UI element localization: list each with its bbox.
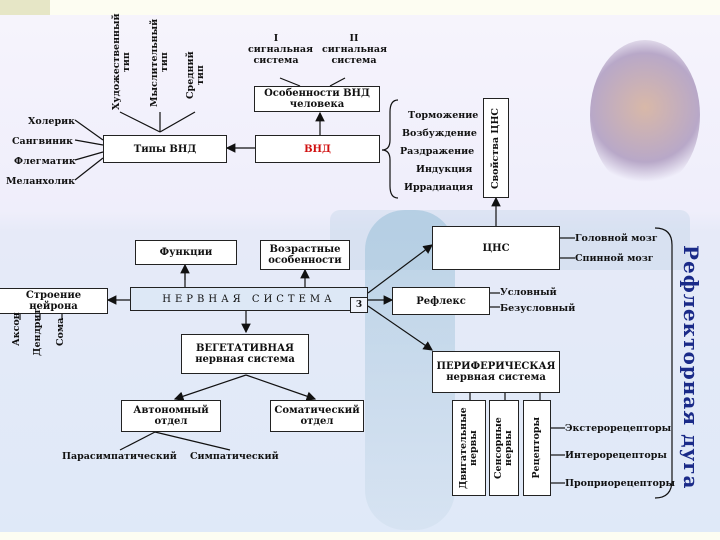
label-akson: Аксон [11, 312, 22, 346]
line-typ-hud [119, 111, 161, 133]
perifericheskaya-box: ПЕРИФЕРИЧЕСКАЯ нервная система [432, 351, 560, 393]
dvigatelnye-label: Двигательные нервы [458, 407, 479, 489]
temperament-melanholik: Меланхолик [6, 176, 75, 187]
process-irradiatsiya: Иррадиация [404, 182, 474, 193]
reflex-arc-bracket [654, 227, 673, 499]
arrow-to-tsns [367, 244, 433, 294]
process-tormozhenie: Торможение [408, 110, 479, 121]
label-bezuslovny: Безусловный [500, 303, 576, 314]
osob-vnd-box: Особенности ВНД человека [254, 86, 380, 112]
retseptory-label: Рецепторы [531, 417, 542, 479]
processes-brace [381, 99, 399, 199]
tsns-box: ЦНС [432, 226, 560, 270]
slide-number: 3 [350, 297, 368, 313]
temperament-sangvinik: Сангвиник [12, 136, 73, 147]
label-eksteroretseptory: Экстерорецепторы [565, 423, 672, 434]
dvigatelnye-box: Двигательные нервы [452, 400, 486, 496]
label-interoretseptory: Интерорецепторы [565, 450, 667, 461]
process-vozbuzhdenie: Возбуждение [402, 128, 477, 139]
label-dendrit: Дендрит [32, 308, 43, 356]
label-spinnoy: Спинной мозг [575, 253, 654, 264]
label-sig2: II сигнальная система [322, 33, 388, 66]
head-silhouette-image [590, 40, 700, 190]
label-simpatichesky: Симпатический [190, 451, 279, 462]
reflex-arc-label: Рефлекторная дуга [679, 244, 703, 490]
retseptory-box: Рецепторы [523, 400, 551, 496]
line-sig1 [279, 77, 301, 87]
vnd-box: ВНД [255, 135, 380, 163]
temperament-holeric: Холерик [28, 116, 75, 127]
label-parasimpatichesky: Парасимпатический [62, 451, 177, 462]
label-typ-hud: Художественный тип [111, 13, 132, 110]
avtonomny-box: Автономный отдел [121, 400, 221, 432]
somatichesky-box: Соматический отдел [270, 400, 364, 432]
vegetativnaya-box: ВЕГЕТАТИВНАЯ нервная система [181, 334, 309, 374]
label-typ-mysl: Мыслительный тип [149, 18, 170, 107]
label-typ-sred: Средний тип [185, 51, 206, 99]
line-typ-sred [159, 111, 196, 133]
temperament-flegmatik: Флегматик [14, 156, 76, 167]
process-induktsiya: Индукция [416, 164, 473, 175]
vozrastnye-box: Возрастные особенности [260, 240, 350, 270]
funktsii-box: Функции [135, 240, 237, 265]
sensornye-box: Сенсорные нервы [489, 400, 519, 496]
sensornye-label: Сенсорные нервы [493, 417, 514, 479]
label-golovnoy: Головной мозг [575, 233, 658, 244]
svoistva-tsns-box: Свойства ЦНС [483, 98, 509, 198]
refleks-box: Рефлекс [392, 287, 490, 315]
stroenie-box: Строение нейрона [0, 288, 108, 314]
bottom-stripe [0, 532, 720, 540]
label-soma: Сома [55, 317, 66, 346]
label-uslovny: Условный [500, 287, 557, 298]
line-sig2 [329, 77, 346, 87]
nervnaya-sistema-box: НЕРВНАЯ СИСТЕМА [130, 287, 368, 311]
label-sig1: I сигнальная система [248, 33, 314, 66]
label-proprioretseptory: Проприорецепторы [565, 478, 676, 489]
tipy-vnd-box: Типы ВНД [103, 135, 227, 163]
process-razdrazhenie: Раздражение [400, 146, 475, 157]
corner-accent [0, 0, 50, 15]
arrow-to-periph [367, 305, 433, 351]
svoistva-tsns-label: Свойства ЦНС [490, 107, 501, 189]
